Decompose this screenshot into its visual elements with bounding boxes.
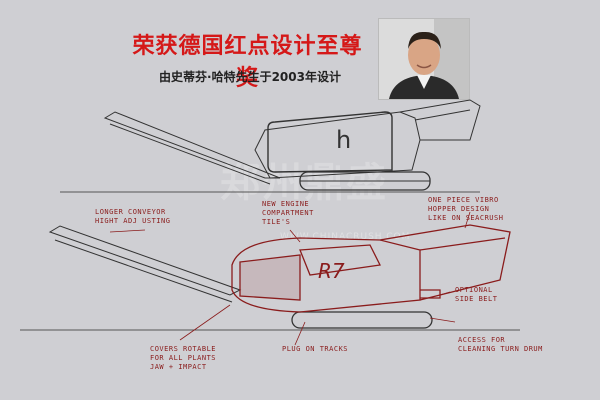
page-subtitle: 由史蒂芬·哈特先生于2003年设计 (159, 70, 341, 84)
watermark-text: 郑州鼎盛 (220, 160, 388, 206)
upper-sketch (60, 99, 481, 193)
machine-model-label: R7 (318, 259, 345, 283)
page-title: 荣获德国红点设计至尊奖 (132, 34, 363, 91)
lower-sketch (20, 225, 520, 331)
note-covers: COVERS ROTABLE FOR ALL PLANTS JAW + IMPA… (150, 345, 217, 371)
designer-portrait-icon (379, 19, 469, 99)
watermark-url: WWW.CHINACRUSH.COM (280, 232, 411, 242)
note-conveyor: LONGER CONVEYOR HIGHT ADJ USTING (95, 208, 171, 225)
note-sidebelt: OPTIONAL SIDE BELT (455, 286, 498, 303)
note-access: ACCESS FOR CLEANING TURN DRUM (458, 336, 543, 353)
lower-sketch-red (231, 224, 511, 313)
machine-logo-letter: h (336, 126, 351, 154)
note-tracks: PLUG ON TRACKS (282, 345, 349, 353)
note-hopper: ONE PIECE VIBRO HOPPER DESIGN LIKE ON SE… (428, 196, 504, 222)
note-engine: NEW ENGINE COMPARTMENT TILE'S (262, 200, 314, 226)
designer-portrait-photo (378, 18, 470, 100)
